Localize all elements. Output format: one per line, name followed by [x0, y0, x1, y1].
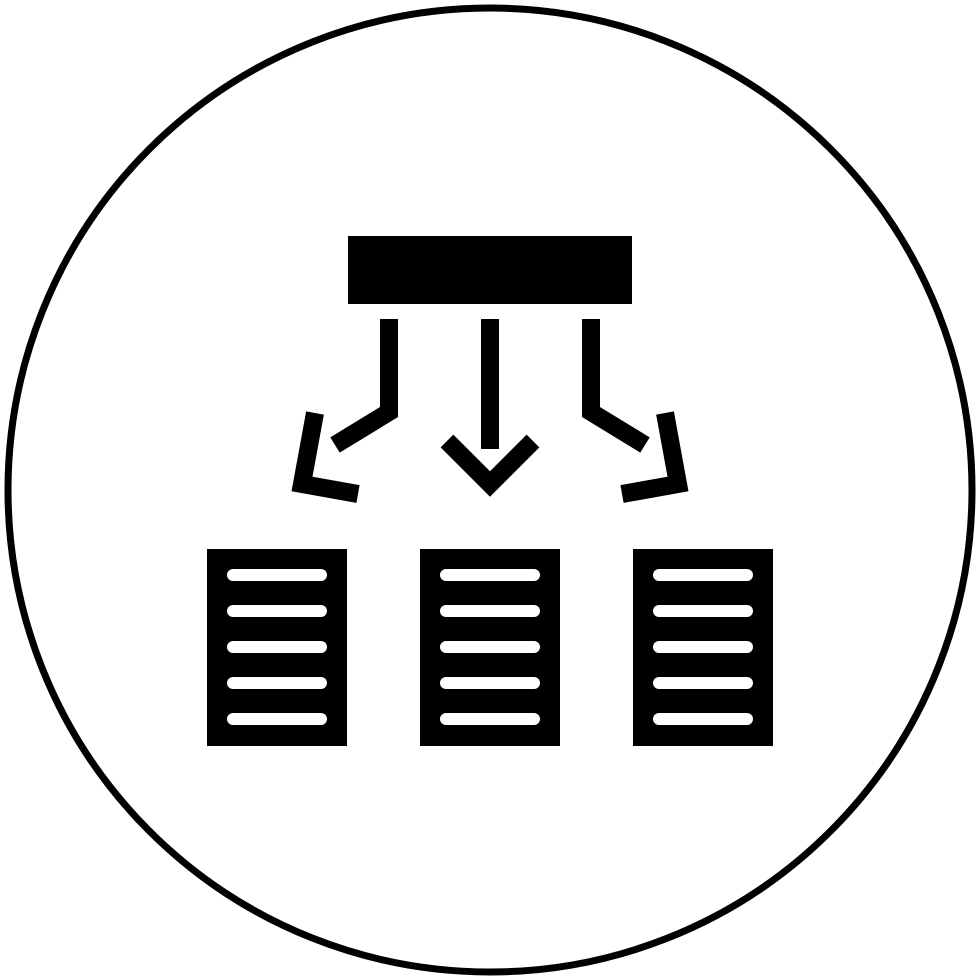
arrow-down-left-icon [291, 319, 398, 503]
arrow-down-center-icon [440, 319, 540, 497]
arrow-down-right-icon [582, 319, 689, 503]
document-right-icon [633, 549, 773, 746]
source-block [348, 236, 632, 304]
document-center-icon [420, 549, 560, 746]
document-left-icon [207, 549, 347, 746]
outer-circle [4, 4, 976, 976]
